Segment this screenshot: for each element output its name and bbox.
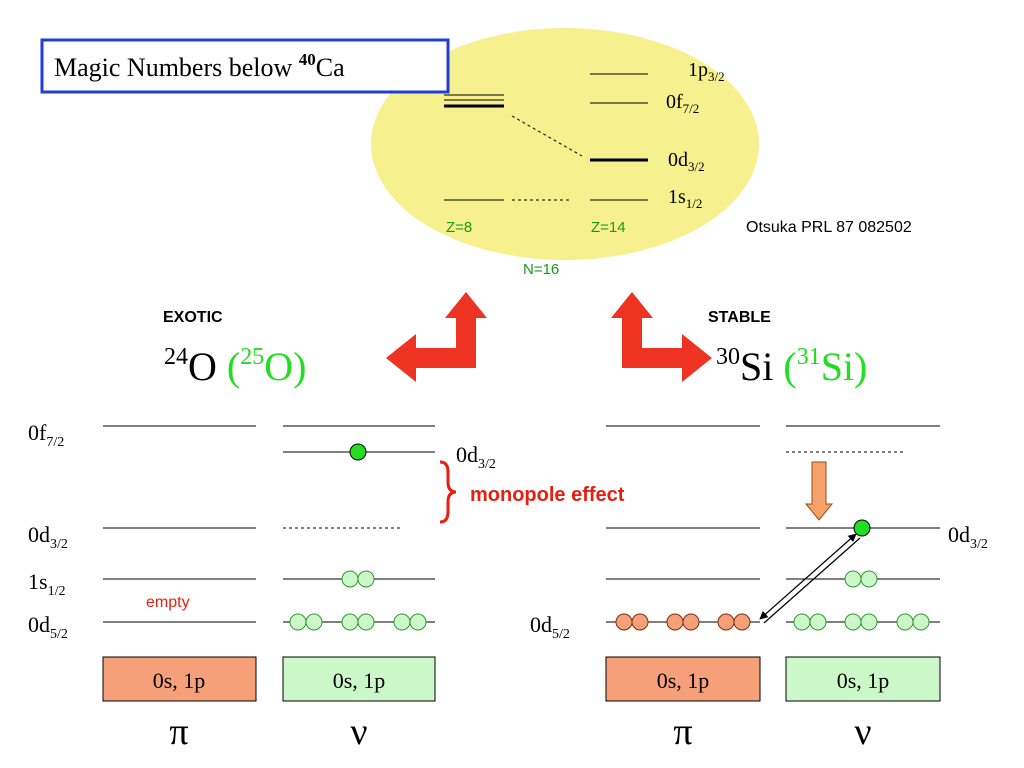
neutron-core-box — [785, 656, 941, 702]
level-label-1s12: 1s1/2 — [668, 186, 702, 211]
z8-label: Z=8 — [446, 219, 472, 236]
proton-core-box — [102, 656, 257, 702]
neutron-circle — [844, 570, 862, 588]
interaction-arrow — [759, 533, 861, 624]
neutron-circle — [809, 613, 827, 631]
level-label-0f72: 0f7/2 — [666, 91, 699, 116]
exotic-tag: EXOTIC — [163, 309, 223, 326]
red-arrow-left — [386, 292, 487, 382]
reference-label: Otsuka PRL 87 082502 — [746, 219, 912, 236]
level-label-1p32: 1p3/2 — [688, 59, 725, 84]
proton-core-label: 0s, 1p — [657, 668, 710, 693]
neutron-circle — [393, 613, 411, 631]
proton-circle — [631, 613, 649, 631]
right-nucleus-title: 30Si (31Si) — [716, 344, 867, 389]
neutron-circle — [409, 613, 427, 631]
neutron-circle — [912, 613, 930, 631]
proton-circle — [615, 613, 633, 631]
neutron-circle — [860, 613, 878, 631]
nu-symbol: ν — [854, 711, 871, 753]
proton-core-label: 0s, 1p — [153, 668, 206, 693]
proton-circle — [682, 613, 700, 631]
red-arrow-right — [611, 292, 712, 382]
neutron-circle — [357, 570, 375, 588]
proton-core-box — [605, 656, 761, 702]
proton-circle — [717, 613, 735, 631]
level-label-0d52: 0d5/2 — [28, 612, 68, 642]
neutron-circle — [341, 570, 359, 588]
right-level-scheme: 0d3/2 0d5/2 0s, 1p 0s, 1p π ν — [530, 425, 988, 753]
empty-label: empty — [146, 594, 190, 611]
level-label-0d52: 0d5/2 — [530, 612, 570, 642]
n16-label: N=16 — [523, 261, 559, 278]
z14-label: Z=14 — [591, 219, 626, 236]
neutron-circle — [289, 613, 307, 631]
valence-neutron — [853, 519, 871, 537]
magic-numbers-panel: 1p3/2 0f7/2 0d3/2 1s1/2 Z=8 Z=14 N=16 — [371, 28, 759, 278]
stable-tag: STABLE — [708, 309, 771, 326]
neutron-core-label: 0s, 1p — [837, 668, 890, 693]
level-label-0d32: 0d3/2 — [948, 522, 988, 552]
title-box: Magic Numbers below 40Ca — [40, 38, 450, 94]
level-label-1s12: 1s1/2 — [28, 569, 65, 599]
pi-symbol: π — [673, 711, 692, 753]
level-label-0d32: 0d3/2 — [668, 149, 705, 174]
neutron-circle — [860, 570, 878, 588]
neutron-circle — [844, 613, 862, 631]
monopole-label: monopole effect — [470, 484, 625, 506]
neutron-circle — [793, 613, 811, 631]
neutron-circle — [305, 613, 323, 631]
shift-connector — [511, 115, 583, 157]
down-arrow — [804, 461, 834, 521]
proton-circle — [733, 613, 751, 631]
pi-symbol: π — [169, 711, 188, 753]
level-label-0d32: 0d3/2 — [28, 522, 68, 552]
valence-neutron — [349, 443, 367, 461]
monopole-brace: monopole effect — [439, 460, 625, 524]
highlight-ellipse — [371, 28, 759, 260]
proton-circle — [666, 613, 684, 631]
left-nucleus-title: 24O (25O) — [164, 344, 306, 389]
nu-symbol: ν — [350, 711, 367, 753]
left-level-scheme: 0f7/2 0d3/2 1s1/2 0d5/2 0d3/2 empty 0s, … — [28, 420, 496, 753]
level-label-0f72: 0f7/2 — [28, 420, 64, 450]
neutron-circle — [896, 613, 914, 631]
title-text: Magic Numbers below 40Ca — [54, 50, 345, 82]
neutron-core-box — [282, 656, 436, 702]
neutron-circle — [341, 613, 359, 631]
neutron-core-label: 0s, 1p — [333, 668, 386, 693]
neutron-circle — [357, 613, 375, 631]
level-label-0d32-neutron: 0d3/2 — [456, 442, 496, 472]
